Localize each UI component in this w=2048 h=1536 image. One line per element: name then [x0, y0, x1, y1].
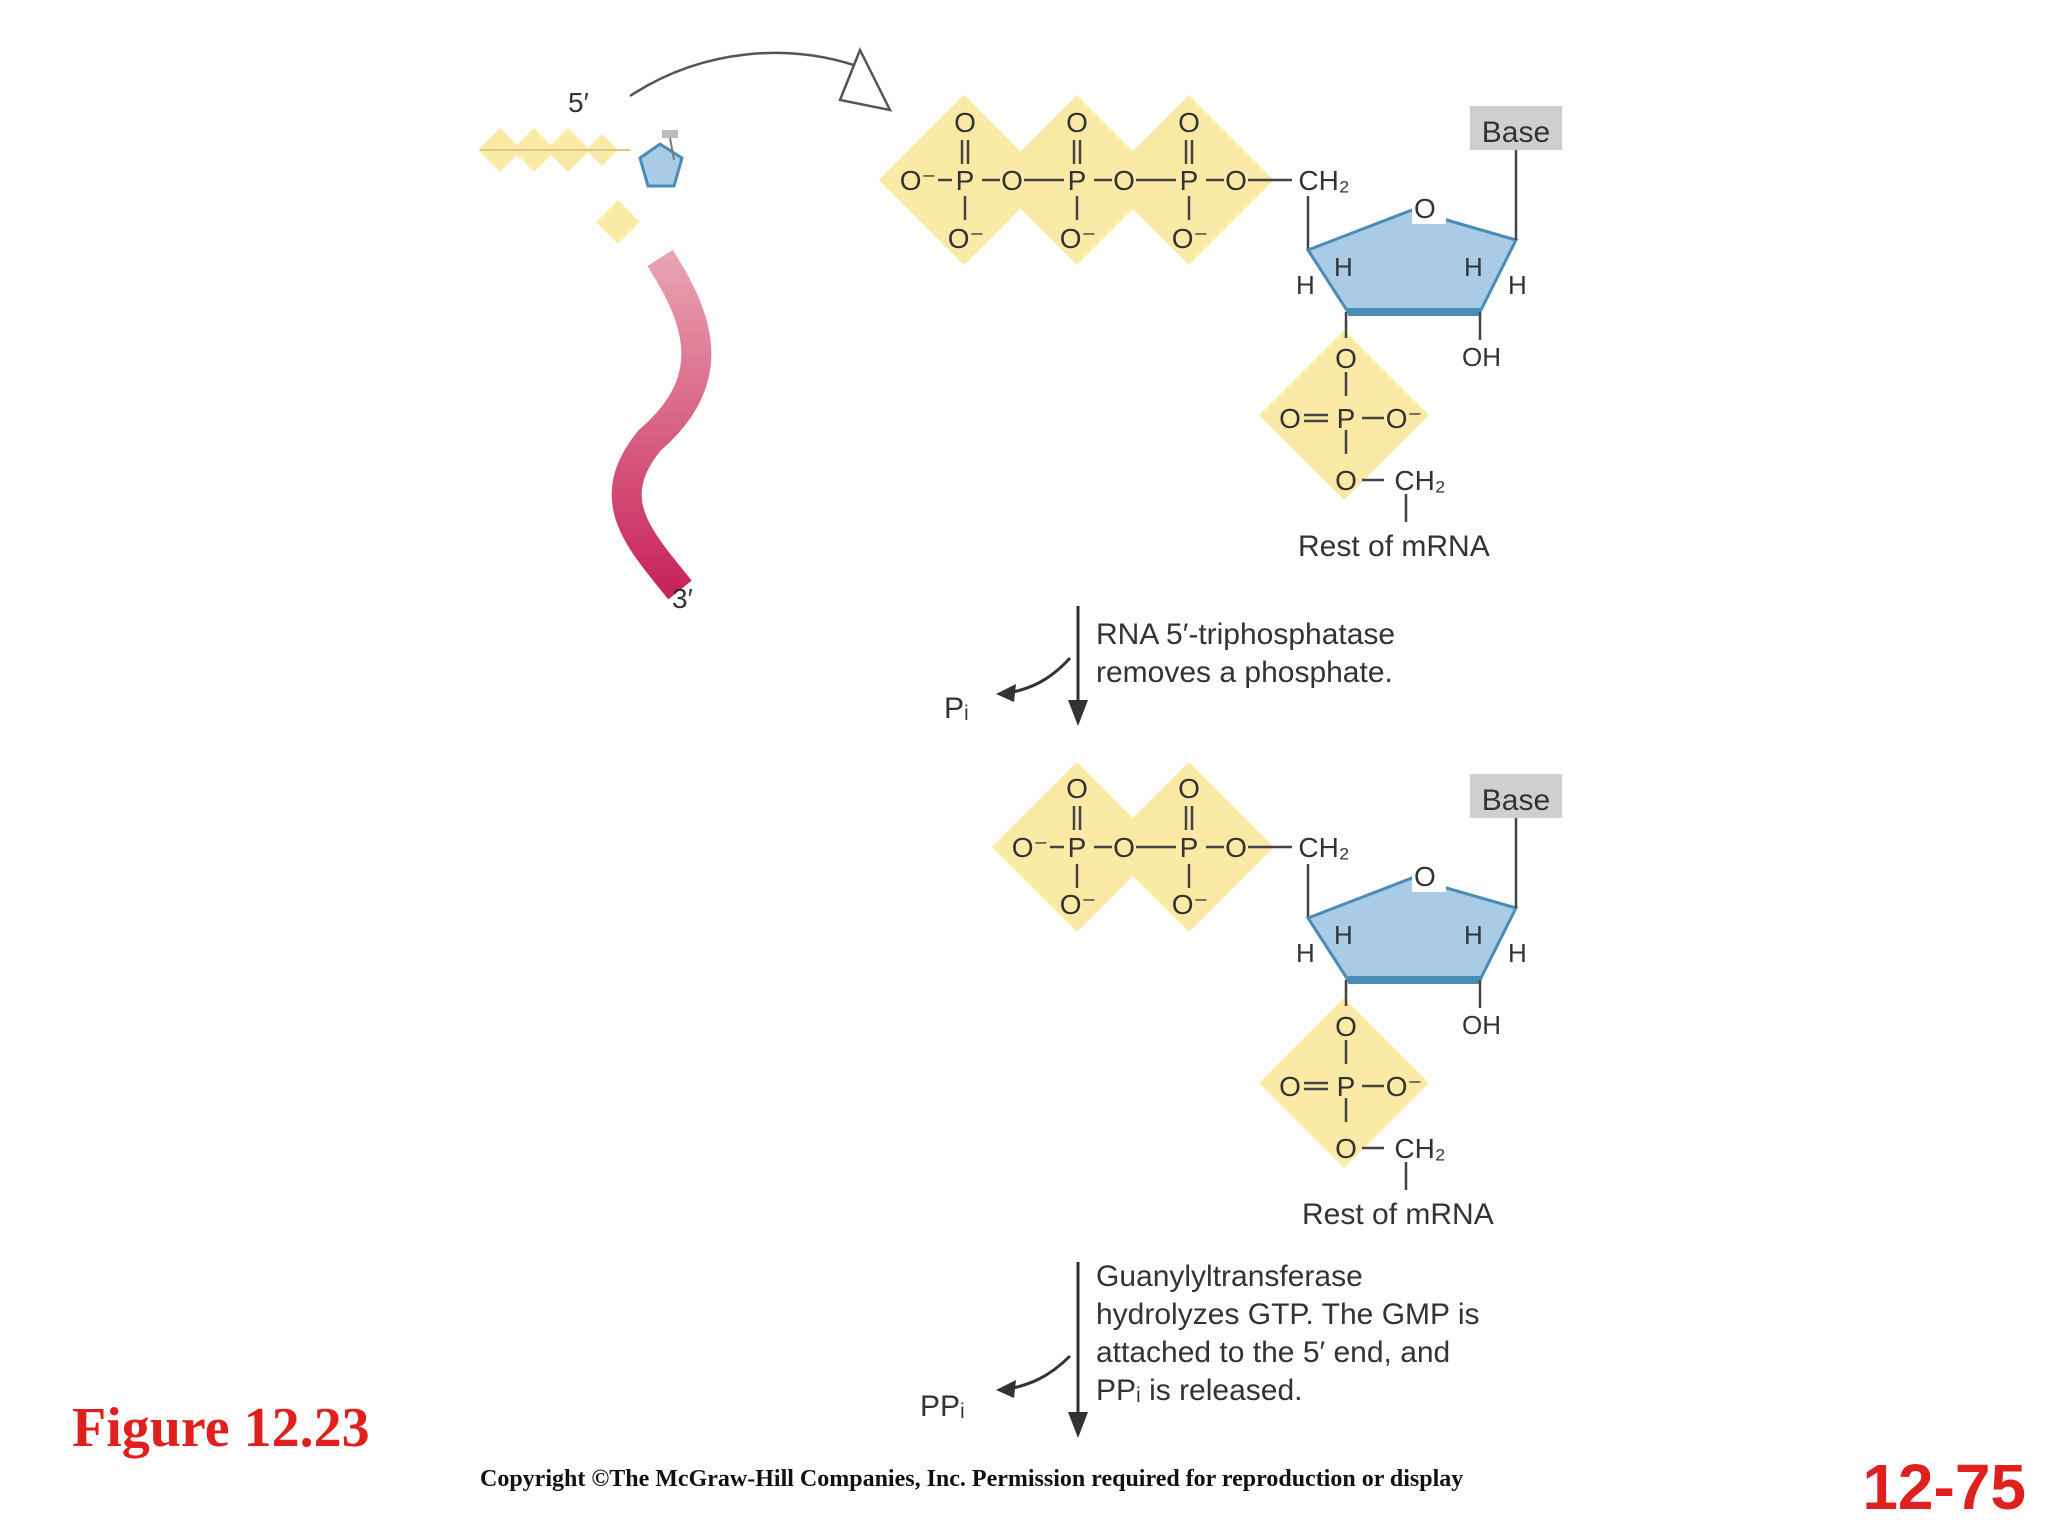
diphosphate-structure: O O O⁻ P O P O O⁻ O⁻ CH₂ O Base H H H H … [992, 762, 1562, 1231]
rest-of-mrna-1: Rest of mRNA [1298, 530, 1490, 563]
o-minus-1: O⁻ [948, 223, 985, 254]
mini-ribose [638, 142, 684, 188]
p-beta-2: P [1180, 832, 1199, 863]
step2-line3: attached to the 5′ end, and [1096, 1336, 1450, 1369]
ch2-link-2: CH₂ [1394, 1133, 1445, 1164]
o-double-link-1: O [1279, 403, 1301, 434]
base-box-1 [1470, 106, 1562, 150]
step2-line2: hydrolyzes GTP. The GMP is [1096, 1298, 1479, 1331]
base-label-2: Base [1482, 784, 1550, 817]
pi-product: Pᵢ [944, 692, 969, 725]
o-double-2: O [1066, 107, 1088, 138]
ribose-ring-2 [1305, 876, 1519, 982]
o-minus-link-1: O⁻ [1386, 403, 1423, 434]
o-bridge-4: O [1113, 832, 1135, 863]
oh-1: OH [1462, 342, 1501, 372]
o-3prime-2: O [1335, 1011, 1357, 1042]
base-box-2 [1470, 774, 1562, 818]
p-link-2: P [1337, 1071, 1356, 1102]
o-bridge-2: O [1113, 165, 1135, 196]
mini-base-box [662, 130, 678, 138]
h-3: H [1464, 252, 1483, 282]
ribose-ring-1 [1305, 208, 1519, 314]
o-minus-5: O⁻ [1172, 889, 1209, 920]
ch2-1: CH₂ [1298, 165, 1349, 196]
h-6: H [1334, 920, 1353, 950]
h-4: H [1508, 270, 1527, 300]
o-double-1: O [954, 107, 976, 138]
step2-reaction: PPᵢ Guanylyltransferase hydrolyzes GTP. … [920, 1260, 1479, 1438]
ring-oxygen-2: O [1414, 861, 1436, 892]
five-prime-label: 5′ [568, 87, 589, 118]
o-minus-3: O⁻ [1172, 223, 1209, 254]
base-label-1: Base [1482, 116, 1550, 149]
h-1: H [1296, 270, 1315, 300]
step2-line4: PPᵢ is released. [1096, 1374, 1302, 1407]
p-gamma: P [1180, 165, 1199, 196]
figure-label: Figure 12.23 [72, 1397, 370, 1459]
step2-line1: Guanylyltransferase [1096, 1260, 1363, 1293]
step1-line2: removes a phosphate. [1096, 656, 1393, 689]
ppi-product: PPᵢ [920, 1390, 965, 1423]
copyright-notice: Copyright ©The McGraw-Hill Companies, In… [480, 1466, 1464, 1492]
mrna-overview: 5′ 3′ [478, 87, 712, 614]
step1-reaction: Pᵢ RNA 5′-triphosphatase removes a phosp… [944, 606, 1395, 726]
o-double-4: O [1066, 773, 1088, 804]
h-8: H [1508, 938, 1527, 968]
slide-number: 12-75 [1862, 1451, 2026, 1523]
step1-line1: RNA 5′-triphosphatase [1096, 618, 1395, 651]
three-prime-label: 3′ [672, 583, 693, 614]
oh-2: OH [1462, 1010, 1501, 1040]
o-minus-2: O⁻ [1060, 223, 1097, 254]
o-minus-link-2: O⁻ [1386, 1071, 1423, 1102]
mini-triphosphate [478, 128, 640, 244]
p-beta: P [1068, 165, 1087, 196]
o-double-link-2: O [1279, 1071, 1301, 1102]
o-bridge-3: O [1225, 165, 1247, 196]
o-minus-4: O⁻ [1060, 889, 1097, 920]
rest-of-mrna-2: Rest of mRNA [1302, 1198, 1494, 1231]
triphosphate-structure: O O O O⁻ P O P O P O O⁻ O⁻ O⁻ CH₂ O Base… [879, 95, 1562, 563]
ring-oxygen-1: O [1414, 193, 1436, 224]
rna-strand [611, 249, 712, 600]
ch2-2: CH₂ [1298, 832, 1349, 863]
ch2-link-1: CH₂ [1394, 465, 1445, 496]
h-7: H [1464, 920, 1483, 950]
h-5: H [1296, 938, 1315, 968]
o-minus-terminal-2: O⁻ [1012, 832, 1049, 863]
o-double-5: O [1178, 773, 1200, 804]
zoom-arrow-head [838, 46, 893, 112]
o-minus-terminal: O⁻ [900, 165, 937, 196]
zoom-arrow [629, 51, 869, 98]
h-2: H [1334, 252, 1353, 282]
p-alpha-2: P [1068, 832, 1087, 863]
o-3prime-1: O [1335, 343, 1357, 374]
o-5prime-1: O [1335, 465, 1357, 496]
o-5prime-2: O [1335, 1133, 1357, 1164]
o-double-3: O [1178, 107, 1200, 138]
o-bridge-1: O [1001, 165, 1023, 196]
p-alpha: P [956, 165, 975, 196]
o-bridge-5: O [1225, 832, 1247, 863]
p-link-1: P [1337, 403, 1356, 434]
phosphate-diamonds [879, 95, 1429, 500]
